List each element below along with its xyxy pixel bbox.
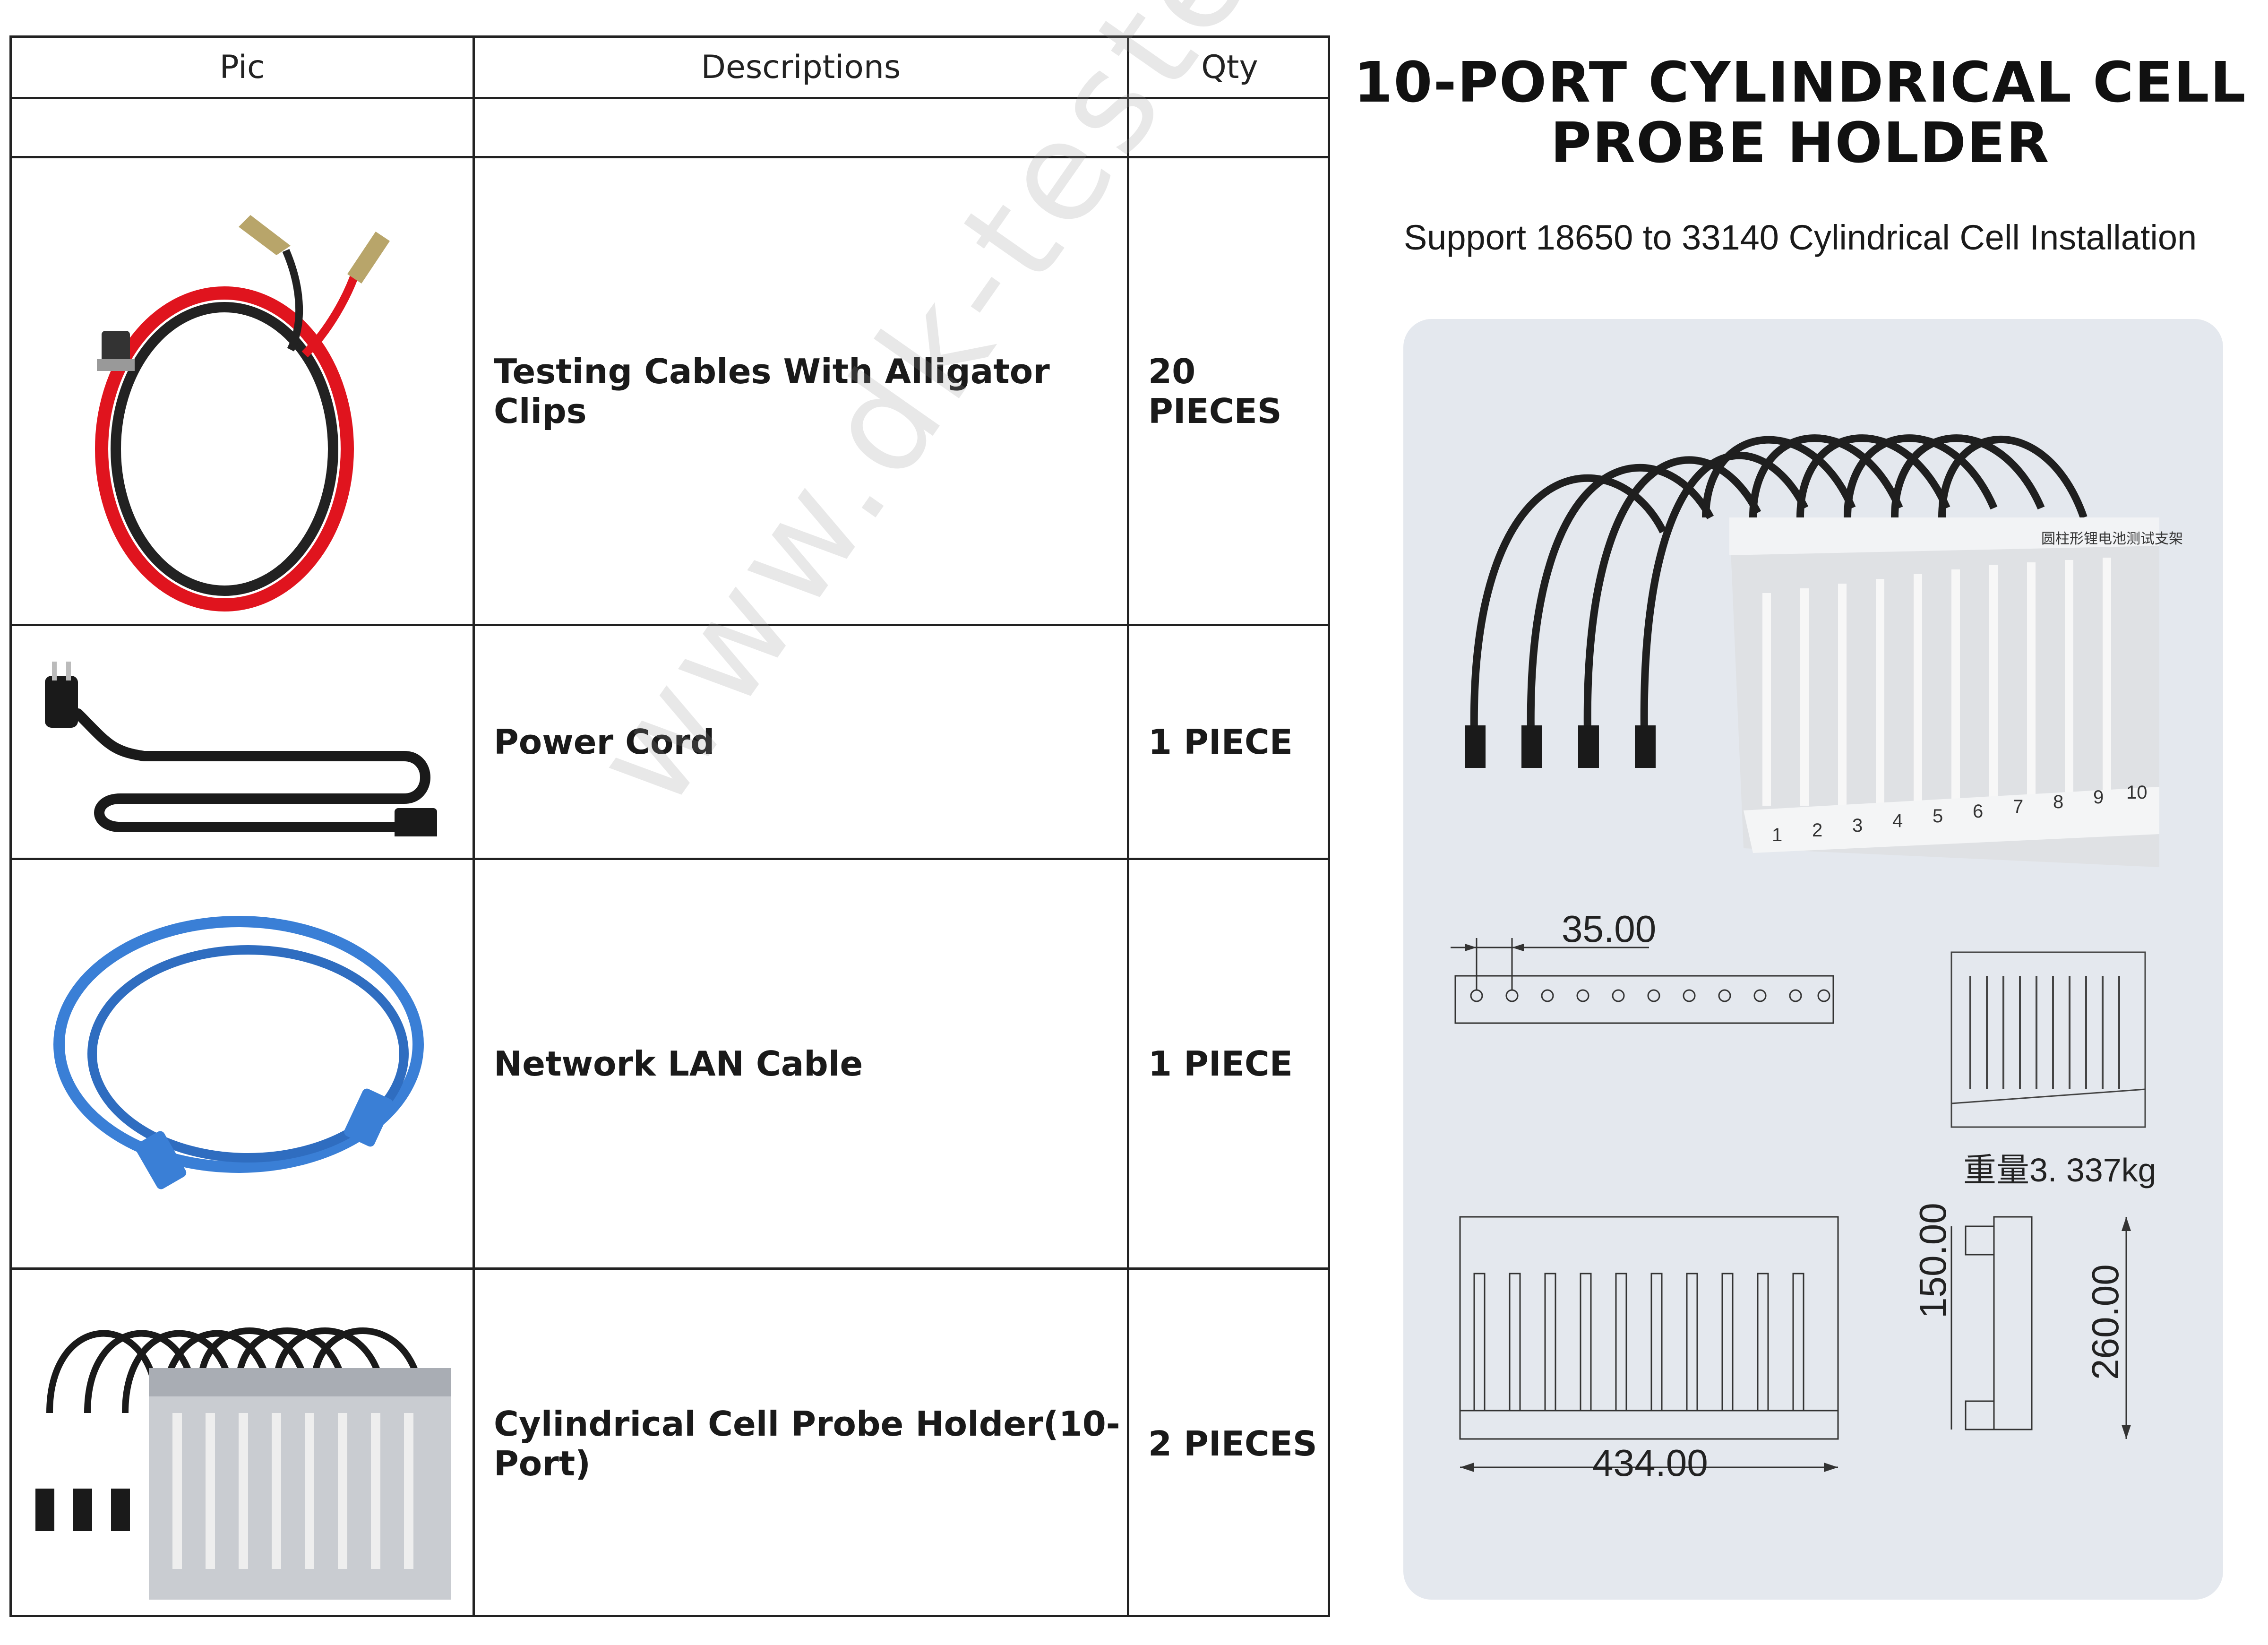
row4-description: Cylindrical Cell Probe Holder(10-Port) — [494, 1404, 1120, 1483]
header-descriptions: Descriptions — [701, 49, 901, 86]
row1-qty: 20 PIECES — [1148, 351, 1282, 431]
front-view-drawing — [1459, 1216, 1839, 1472]
product-panel: 圆柱形锂电池测试支架 1 2 3 4 5 6 7 8 9 10 — [1403, 319, 2223, 1600]
pitch-dimension: 35.00 — [1562, 908, 1657, 950]
table-divider — [12, 624, 1328, 626]
port-number-2: 2 — [1812, 820, 1822, 841]
title-line1: 10-PORT CYLINDRICAL CELL — [1354, 50, 2247, 115]
title-line2: PROBE HOLDER — [1550, 110, 2050, 175]
table-divider — [12, 156, 1328, 158]
port-number-8: 8 — [2053, 792, 2063, 812]
row2-description: Power Cord — [494, 722, 715, 762]
row2-qty: 1 PIECE — [1148, 722, 1293, 762]
port-number-9: 9 — [2093, 787, 2104, 808]
table-divider — [12, 97, 1328, 99]
row3-description: Network LAN Cable — [494, 1044, 863, 1084]
top-view-drawing — [1451, 938, 1834, 1024]
port-number-10: 10 — [2126, 782, 2148, 803]
weight-label: 重量3. 337kg — [1963, 1152, 2156, 1189]
port-number-7: 7 — [2013, 796, 2023, 817]
port-number-4: 4 — [1892, 810, 1903, 831]
width-dimension: 434.00 — [1592, 1442, 1708, 1484]
port-number-5: 5 — [1933, 806, 1943, 827]
product-subtitle: Support 18650 to 33140 Cylindrical Cell … — [1403, 218, 2197, 257]
header-qty: Qty — [1201, 49, 1258, 86]
holder-label: 圆柱形锂电池测试支架 — [2041, 531, 2183, 547]
probe-holder-render: 圆柱形锂电池测试支架 1 2 3 4 5 6 7 8 9 10 — [1465, 434, 2183, 867]
header-pic: Pic — [219, 49, 265, 86]
row3-qty: 1 PIECE — [1148, 1044, 1293, 1084]
port-number-1: 1 — [1772, 825, 1782, 845]
inner-height-dimension: 150.00 — [1912, 1203, 1954, 1318]
probe-holder-icon — [35, 1327, 451, 1600]
lan-cable-icon — [53, 916, 424, 1189]
table-divider — [12, 858, 1328, 860]
row1-description: Testing Cables With Alligator Clips — [494, 351, 1050, 431]
power-cord-icon — [45, 662, 437, 836]
product-title: 10-PORT CYLINDRICAL CELL PROBE HOLDER — [1342, 52, 2259, 173]
alligator-clip-cable-icon — [95, 215, 390, 611]
row4-qty: 2 PIECES — [1148, 1423, 1317, 1464]
total-height-dimension: 260.00 — [2084, 1264, 2126, 1380]
iso-view-drawing — [1950, 951, 2146, 1128]
packing-list-table: Pic Descriptions Qty Testing Cables With… — [9, 35, 1330, 1617]
table-divider — [12, 1267, 1328, 1270]
side-view-drawing — [1950, 1216, 2131, 1439]
table-divider — [472, 38, 475, 1615]
port-number-6: 6 — [1973, 801, 1983, 822]
port-number-3: 3 — [1852, 815, 1863, 836]
table-divider — [1127, 38, 1129, 1615]
